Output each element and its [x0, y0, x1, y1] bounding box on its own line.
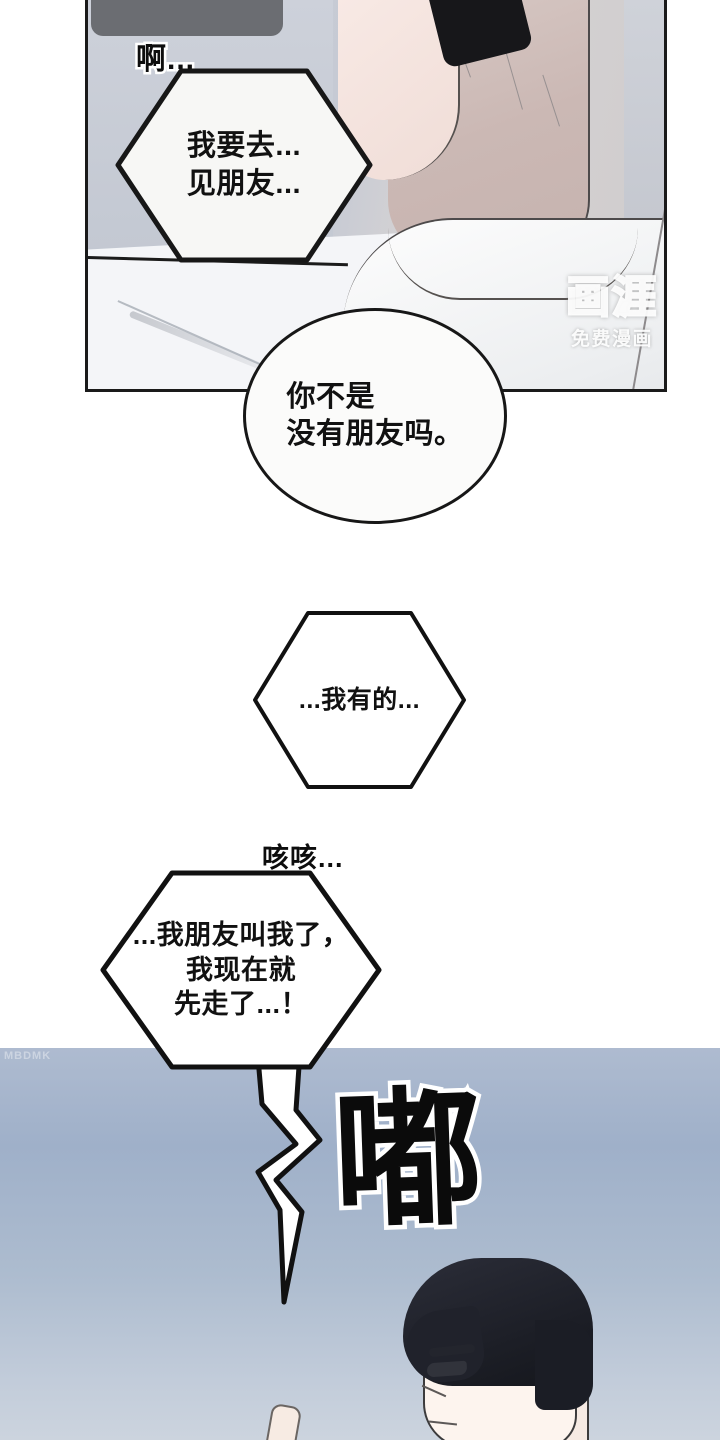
speech-bubble-2: 你不是 没有朋友吗。 — [243, 308, 507, 524]
panel-bottom: MBDMK — [0, 1048, 720, 1440]
bubble-hexagon-shape — [100, 870, 382, 1070]
speech-bubble-1-text: 我要去... 见朋友... — [186, 130, 302, 200]
neck-crease — [505, 51, 523, 110]
panel-faint-watermark: MBDMK — [4, 1050, 52, 1062]
speech-bubble-2-text: 你不是 没有朋友吗。 — [286, 380, 464, 450]
bubble-hexagon-shape — [253, 611, 466, 789]
character-head — [385, 1250, 685, 1440]
sfx-cough: 咳咳... — [260, 841, 345, 876]
shirt-collar — [388, 228, 638, 300]
speech-bubble-3: ...我有的... — [252, 610, 467, 790]
character-eye — [426, 1360, 468, 1378]
character-hair-side — [535, 1320, 593, 1410]
speech-bubble-3-text: ...我有的... — [298, 686, 421, 714]
wall-sign — [91, 0, 283, 36]
neck-crease — [541, 74, 561, 127]
sfx-du: 嘟 — [326, 1069, 491, 1251]
bubble-ellipse-shape — [243, 308, 507, 524]
speech-bubble-4-text: ...我朋友叫我了， 我现在就 先走了...！ — [132, 920, 350, 1020]
speech-bubble-4: ...我朋友叫我了， 我现在就 先走了...！ — [100, 870, 382, 1070]
bubble-hexagon-shape — [115, 68, 373, 263]
speech-bubble-1: 我要去... 见朋友... — [115, 68, 373, 263]
